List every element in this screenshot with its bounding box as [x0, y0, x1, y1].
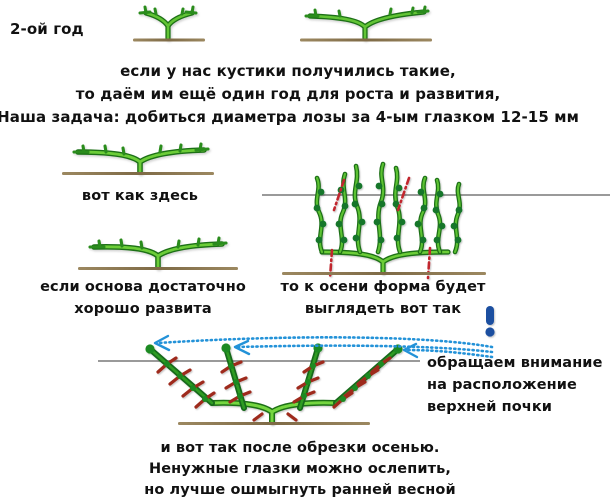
cut-marks: [328, 176, 432, 280]
attention-note-line-1: обращаем внимание: [427, 355, 603, 371]
diagram-bush-autumn-shoots: [313, 161, 463, 280]
attention-note-line-3: верхней почки: [427, 399, 553, 415]
soil-line-3: [62, 172, 214, 175]
caption-autumn-shape-line-1: то к осени форма будет: [280, 279, 486, 295]
diagram-cordon-mid-left-upper: [72, 142, 210, 175]
intro-line-2: то даём им ещё один год для роста и разв…: [75, 85, 501, 103]
attention-arrows: [156, 336, 494, 359]
bottom-caption-line-2: Ненужные глазки можно ослепить,: [149, 461, 451, 477]
caption-base-developed-line-2: хорошо развита: [74, 301, 212, 317]
soil-line-6: [178, 422, 370, 425]
year-label: 2-ой год: [10, 20, 84, 38]
cane-node-dots: [164, 361, 384, 402]
caption-autumn-shape-line-2: выглядеть вот так: [304, 301, 462, 317]
soil-line-2: [300, 38, 432, 42]
bottom-caption-line-3: но лучше ошмыгнуть ранней весной: [144, 482, 456, 498]
diagram-bush-after-pruning: [145, 343, 403, 425]
diagram-seedling-wide-top-right: [304, 5, 430, 41]
attention-arrow-heads: [153, 334, 419, 359]
soil-line-4: [78, 267, 238, 270]
caption-base-developed-line-1: если основа достаточно: [40, 279, 246, 295]
exclamation-mark-icon: [485, 306, 495, 337]
soil-line-1: [133, 38, 205, 42]
intro-line-3: Наша задача: добиться диаметра лозы за 4…: [0, 108, 579, 126]
attention-note-line-2: на расположение: [427, 377, 577, 393]
soil-line-5: [282, 272, 486, 275]
diagram-seedling-small-top-left: [138, 5, 198, 41]
diagram-cordon-mid-left-lower: [88, 236, 228, 270]
bottom-caption-line-1: и вот так после обрезки осенью.: [160, 440, 440, 456]
intro-line-1: если у нас кустики получились такие,: [120, 62, 456, 80]
caption-here-like-this: вот как здесь: [81, 188, 199, 204]
